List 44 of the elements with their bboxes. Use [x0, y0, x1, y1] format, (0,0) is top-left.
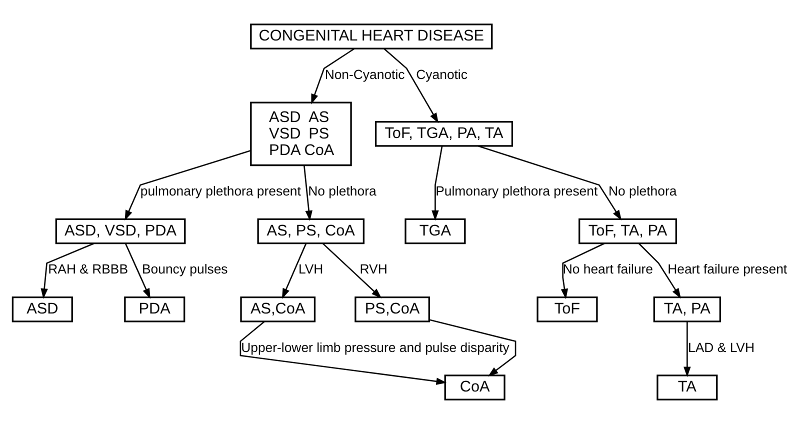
node-box: CoA: [444, 374, 506, 400]
arrow: [322, 243, 382, 298]
edge-label: Upper-lower limb pressure and pulse disparity: [241, 340, 510, 355]
arrow: [432, 146, 443, 221]
node-box: ASD: [12, 296, 73, 322]
arrow: [40, 242, 94, 299]
edge-label: Pulmonary plethora present: [436, 184, 598, 199]
edge-label: pulmonary plethora present: [140, 184, 301, 199]
arrow: [429, 319, 516, 376]
arrow: [282, 243, 307, 299]
arrow: [478, 145, 622, 220]
node-box: TA: [656, 374, 718, 400]
edge-label: Cyanotic: [416, 66, 468, 82]
edge-label: Heart failure present: [668, 262, 788, 277]
arrow: [240, 321, 447, 385]
edge-label: No plethora: [308, 184, 376, 199]
edge-label: LAD & LVH: [688, 340, 755, 355]
node-box: ASD, VSD, PDA: [55, 218, 186, 244]
edge-label: Bouncy pulses: [142, 262, 228, 277]
edge-label: LVH: [298, 262, 324, 277]
node-box: ToF, TA, PA: [578, 218, 677, 244]
edge-label: Non-Cyanotic: [324, 66, 405, 82]
arrow: [124, 243, 150, 299]
node-box: PDA: [124, 296, 186, 322]
edge-label: No plethora: [608, 184, 677, 199]
edge-label: RAH & RBBB: [48, 262, 128, 277]
node-box: CONGENITAL HEART DISEASE: [250, 24, 493, 50]
arrow: [124, 150, 251, 221]
arrow: [304, 166, 312, 221]
node-box: TGA: [404, 218, 466, 244]
node-box: PS,CoA: [354, 296, 430, 322]
arrow: [638, 243, 682, 299]
edge-label: RVH: [360, 262, 388, 277]
node-box: TA, PA: [653, 296, 721, 322]
arrow: [384, 48, 438, 124]
edge-label: No heart failure: [562, 262, 654, 277]
arrow: [684, 322, 691, 378]
node-box: ASD VSD PDA AS PS CoA: [250, 102, 352, 166]
node-box: ToF: [536, 296, 598, 322]
node-box: AS,CoA: [240, 296, 316, 322]
node-box: ToF, TGA, PA, TA: [374, 120, 514, 147]
arrow: [560, 242, 605, 300]
node-box: AS, PS, CoA: [257, 218, 365, 244]
arrow: [311, 48, 355, 104]
